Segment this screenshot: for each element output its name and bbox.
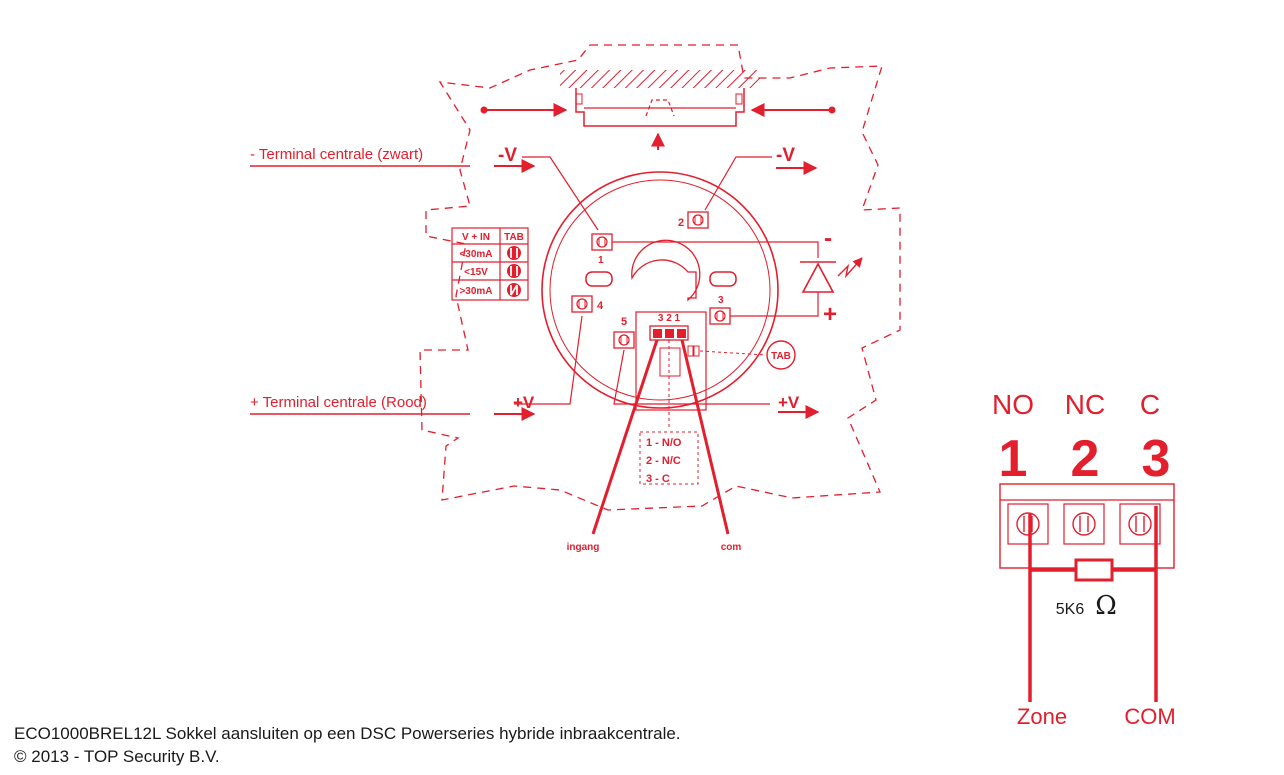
resistor-5k6 [1074,558,1114,582]
legend-table [451,227,529,301]
label-ingang: ingang [567,542,600,553]
clip-body [575,88,745,127]
base-outer-circle [541,171,779,409]
label-t4: 4 [597,300,604,312]
label-com: COM [1124,704,1175,729]
legend-row-2: <15V [464,267,488,278]
relay-name-c: C [1140,389,1160,420]
led-icon [800,257,863,293]
tab-bubble [766,340,796,370]
relay-num-1: 1 [999,430,1028,488]
label-pos-v-left: +V [513,393,535,412]
base-inner-circle [549,179,771,401]
center-hub [631,239,701,302]
label-zone: Zone [1017,704,1067,729]
label-minus: - [824,225,832,252]
relay-name-no: NO [992,389,1034,420]
relay-terminal-block [999,483,1175,569]
label-com-small: com [721,542,742,553]
terminal-3 [709,307,731,325]
relay-legend-2: 2 - N/C [646,455,681,467]
relay-num-3: 3 [1142,430,1171,488]
relay-legend-box [639,431,699,485]
legend-row-1: <30mA [459,249,492,260]
relay-connector [649,325,689,341]
relay-legend-1: 1 - N/O [646,437,682,449]
lead-ingang [591,339,659,535]
label-terminal-neg: - Terminal centrale (zwart) [250,146,423,163]
hatched-clip [560,70,760,88]
label-pos-v-right: +V [778,393,800,412]
caption-line-2: © 2013 - TOP Security B.V. [14,747,220,766]
label-neg-v-right: -V [776,145,795,166]
terminal-5 [613,331,635,349]
label-t3: 3 [718,295,724,306]
label-terminal-pos: + Terminal centrale (Rood) [250,394,427,411]
terminal-4 [571,295,593,313]
label-plus: + [823,301,837,328]
relay-legend-3: 3 - C [646,473,670,485]
label-t5: 5 [621,316,627,328]
label-neg-v-left: -V [498,145,517,166]
legend-header-vin: V + IN [462,232,490,243]
label-t1: 1 [598,255,604,266]
terminal-2 [687,211,709,229]
caption-line-1: ECO1000BREL12L Sokkel aansluiten op een … [14,724,681,743]
lead-com [680,339,730,535]
tab-symbol-icon [507,246,521,297]
label-t2: 2 [678,217,684,229]
relay-pcb [635,311,707,411]
omega-label: Ω [1095,591,1117,621]
resistor-label: 5K6 [1056,601,1085,618]
label-connector-digits: 3 2 1 [658,313,681,324]
terminal-1 [591,233,613,251]
legend-row-3: >30mA [459,286,492,297]
relay-num-2: 2 [1071,430,1100,488]
caption: ECO1000BREL12L Sokkel aansluiten op een … [14,722,681,768]
legend-header-tab: TAB [504,232,524,243]
relay-name-nc: NC [1065,389,1105,420]
label-tab-bubble: TAB [771,351,791,362]
